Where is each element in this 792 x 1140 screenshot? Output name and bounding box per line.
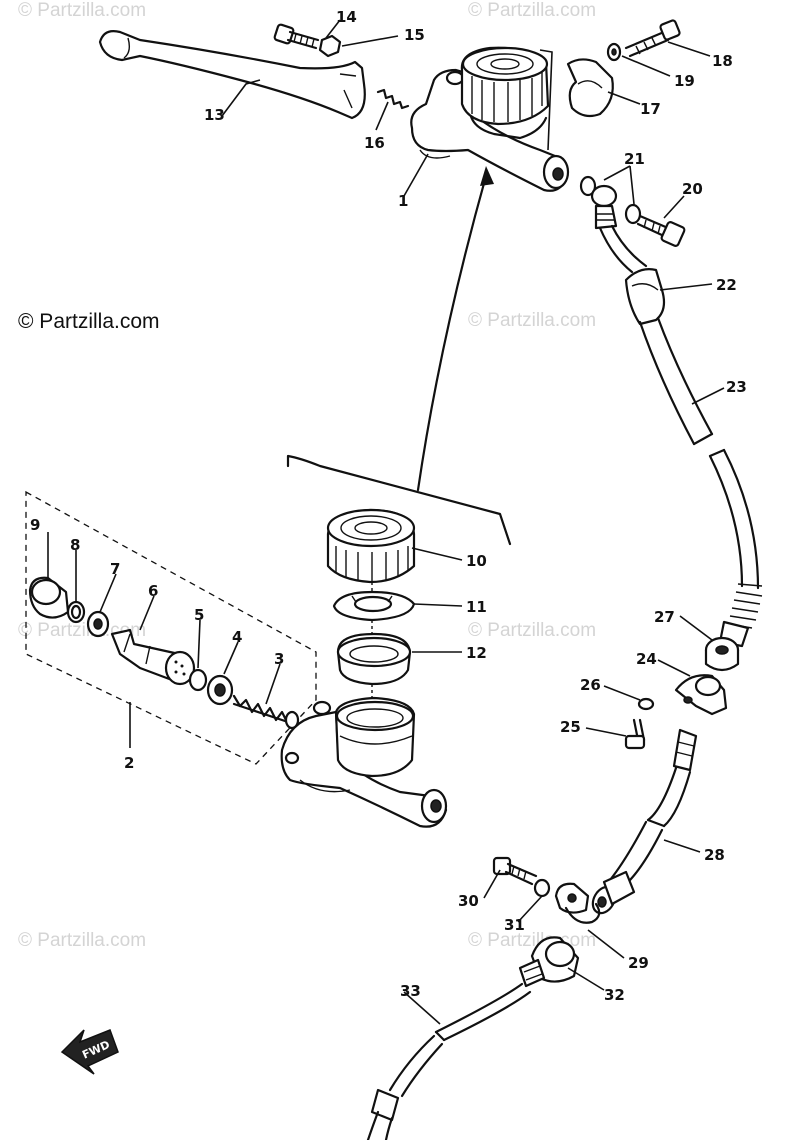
part-7-stopper-washer [86, 610, 110, 638]
callout-7: 7 [110, 560, 120, 578]
part-18-clamp-bolt [624, 19, 681, 58]
watermark-text: © Partzilla.com [468, 930, 596, 951]
part-12-diaphragm [336, 632, 412, 686]
callout-24: 24 [636, 650, 657, 668]
callout-16: 16 [364, 134, 385, 152]
callout-23: 23 [726, 378, 747, 396]
part-11-diaphragm-plate [332, 590, 416, 622]
part-25-screw [624, 718, 646, 750]
watermark-text: © Partzilla.com [468, 620, 596, 641]
leader-1-bracket [539, 49, 553, 151]
watermark-text: © Partzilla.com [18, 0, 146, 21]
part-30-bolt [492, 856, 538, 886]
leader-lines [47, 19, 725, 1025]
part-14-bolt [273, 23, 320, 50]
part-16-pivot-spring [376, 88, 410, 110]
assembly-arrow [286, 166, 512, 546]
part-19-washer [606, 42, 622, 62]
part-1-master-cylinder [410, 46, 570, 192]
callout-4: 4 [232, 628, 242, 646]
piston-kit-dashed-frame [25, 490, 317, 765]
part-21-copper-washers [579, 175, 642, 225]
part-3-return-spring [232, 694, 300, 730]
part-4-secondary-cup [206, 674, 234, 706]
callout-19: 19 [674, 72, 695, 90]
part-26-washer [637, 697, 655, 711]
callout-30: 30 [458, 892, 479, 910]
part-23-brake-hose-upper [638, 316, 714, 446]
copyright-text: © Partzilla.com [18, 310, 160, 333]
callout-25: 25 [560, 718, 581, 736]
watermark-text: © Partzilla.com [18, 930, 146, 951]
part-17-holder-clamp [566, 58, 614, 118]
callout-27: 27 [654, 608, 675, 626]
part-24-hose-clamp [674, 674, 728, 716]
part-9-dust-boot [28, 576, 70, 619]
part-hose-lower-segment [708, 448, 763, 648]
callout-32: 32 [604, 986, 625, 1004]
part-1-master-cylinder-exploded [280, 696, 448, 828]
part-22-hose-boot-and-fitting [590, 184, 666, 326]
part-33-brake-hose-lower [366, 982, 532, 1140]
callout-1: 1 [398, 192, 408, 210]
callout-17: 17 [640, 100, 661, 118]
part-8-circlip [66, 600, 86, 624]
watermark-text: © Partzilla.com [468, 310, 596, 331]
callout-10: 10 [466, 552, 487, 570]
callout-9: 9 [30, 516, 40, 534]
callout-2: 2 [124, 754, 134, 772]
part-20-union-bolt [636, 214, 686, 247]
callout-22: 22 [716, 276, 737, 294]
part-5-primary-cup [188, 668, 208, 692]
callout-3: 3 [274, 650, 284, 668]
callout-5: 5 [194, 606, 204, 624]
callout-21: 21 [624, 150, 645, 168]
part-6-piston [110, 628, 196, 686]
part-15-nut [318, 34, 342, 58]
callout-11: 11 [466, 598, 487, 616]
part-hose-end-fitting [591, 870, 636, 915]
callout-15: 15 [404, 26, 425, 44]
callout-26: 26 [580, 676, 601, 694]
callout-12: 12 [466, 644, 487, 662]
callout-18: 18 [712, 52, 733, 70]
callout-33: 33 [400, 982, 421, 1000]
callout-20: 20 [682, 180, 703, 198]
callout-6: 6 [148, 582, 158, 600]
part-10-reservoir-cap [326, 508, 416, 584]
part-29-brake-switch [554, 882, 601, 924]
part-13-brake-lever [98, 30, 366, 120]
fwd-arrow: FWD [60, 1029, 119, 1075]
callout-14: 14 [336, 8, 357, 26]
callouts: 1 2 3 4 5 6 7 8 9 10 11 12 13 14 15 16 1… [30, 8, 747, 1004]
watermark-text: © Partzilla.com [468, 0, 596, 21]
part-31-washer [533, 878, 551, 898]
part-32-stop-switch [518, 936, 580, 988]
watermarks: © Partzilla.com © Partzilla.com © Partzi… [18, 0, 596, 951]
callout-28: 28 [704, 846, 725, 864]
part-27-grommet [704, 636, 740, 672]
part-28-brake-hose [608, 728, 698, 888]
callout-29: 29 [628, 954, 649, 972]
callout-8: 8 [70, 536, 80, 554]
callout-13: 13 [204, 106, 225, 124]
callout-31: 31 [504, 916, 525, 934]
